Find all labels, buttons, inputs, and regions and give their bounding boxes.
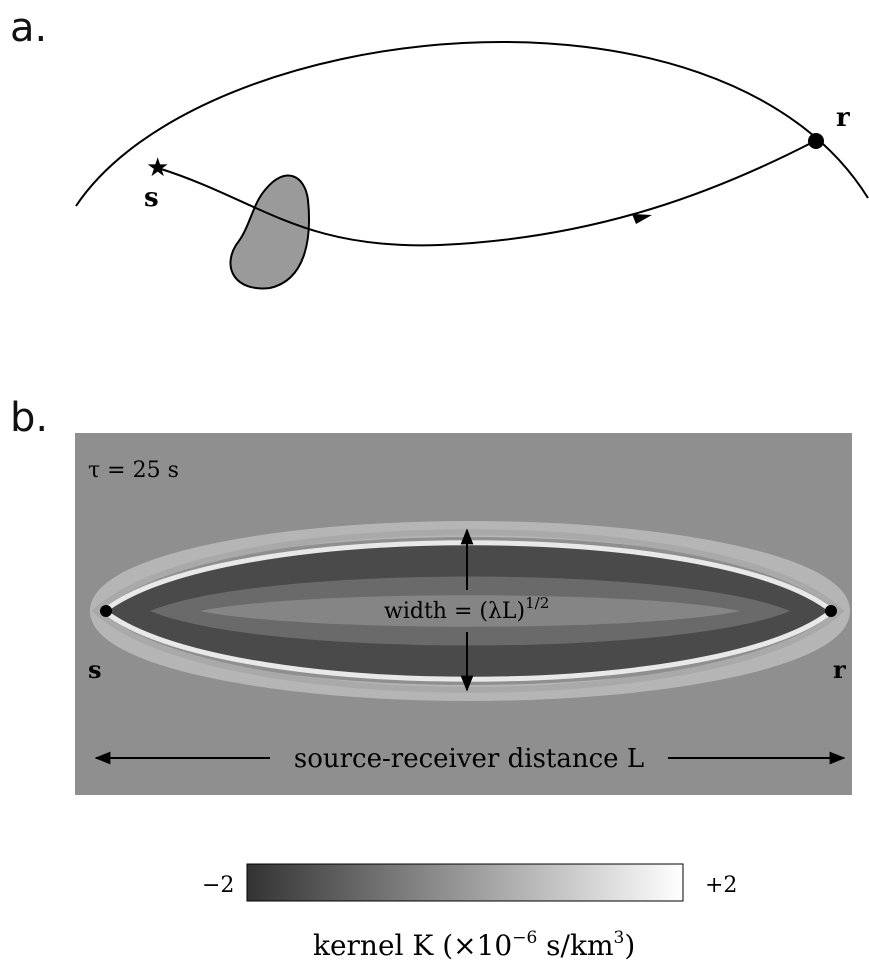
panel-a-label: a. <box>10 5 48 51</box>
anomaly-blob <box>229 174 310 290</box>
colorbar-title: kernel K (×10−6 s/km3) <box>313 928 635 962</box>
colorbar: −2 +2 kernel K (×10−6 s/km3) <box>202 863 737 962</box>
panel-b-source-label: s <box>88 655 102 684</box>
panel-b-receiver-dot <box>825 605 837 617</box>
panel-b-receiver-label: r <box>833 655 846 684</box>
colorbar-title-main: kernel K (×10 <box>313 929 512 962</box>
ray-path <box>157 140 816 247</box>
distance-label: source-receiver distance L <box>294 744 644 774</box>
panel-a-receiver-label: r <box>836 103 850 133</box>
panel-b-label: b. <box>10 395 49 441</box>
earth-surface-arc <box>75 41 869 207</box>
colorbar-min-label: −2 <box>202 873 234 898</box>
colorbar-title-exp2: 3 <box>614 928 625 948</box>
panel-b-source-dot <box>100 605 112 617</box>
tau-label: τ = 25 s <box>88 458 179 483</box>
colorbar-max-label: +2 <box>705 873 737 898</box>
kernel-axis-core <box>200 595 740 627</box>
source-star-icon: ★ <box>146 153 169 183</box>
panel-a-source-label: s <box>144 183 159 213</box>
width-label-main: width = (λL) <box>384 599 525 624</box>
colorbar-title-end: ) <box>624 929 635 962</box>
ray-direction-arrow-icon <box>632 214 652 224</box>
panel-b-kernel-map: τ = 25 s s r width = (λL)1/2 source-rece… <box>75 433 852 795</box>
width-label-exponent: 1/2 <box>525 594 549 612</box>
width-label: width = (λL)1/2 <box>384 594 549 624</box>
kernel-second-ring <box>91 529 845 693</box>
colorbar-title-exp1: −6 <box>512 928 537 948</box>
colorbar-gradient <box>246 863 684 902</box>
panel-a-diagram: ★ s r <box>75 41 869 290</box>
receiver-dot <box>808 133 824 149</box>
colorbar-title-mid: s/km <box>537 929 613 962</box>
